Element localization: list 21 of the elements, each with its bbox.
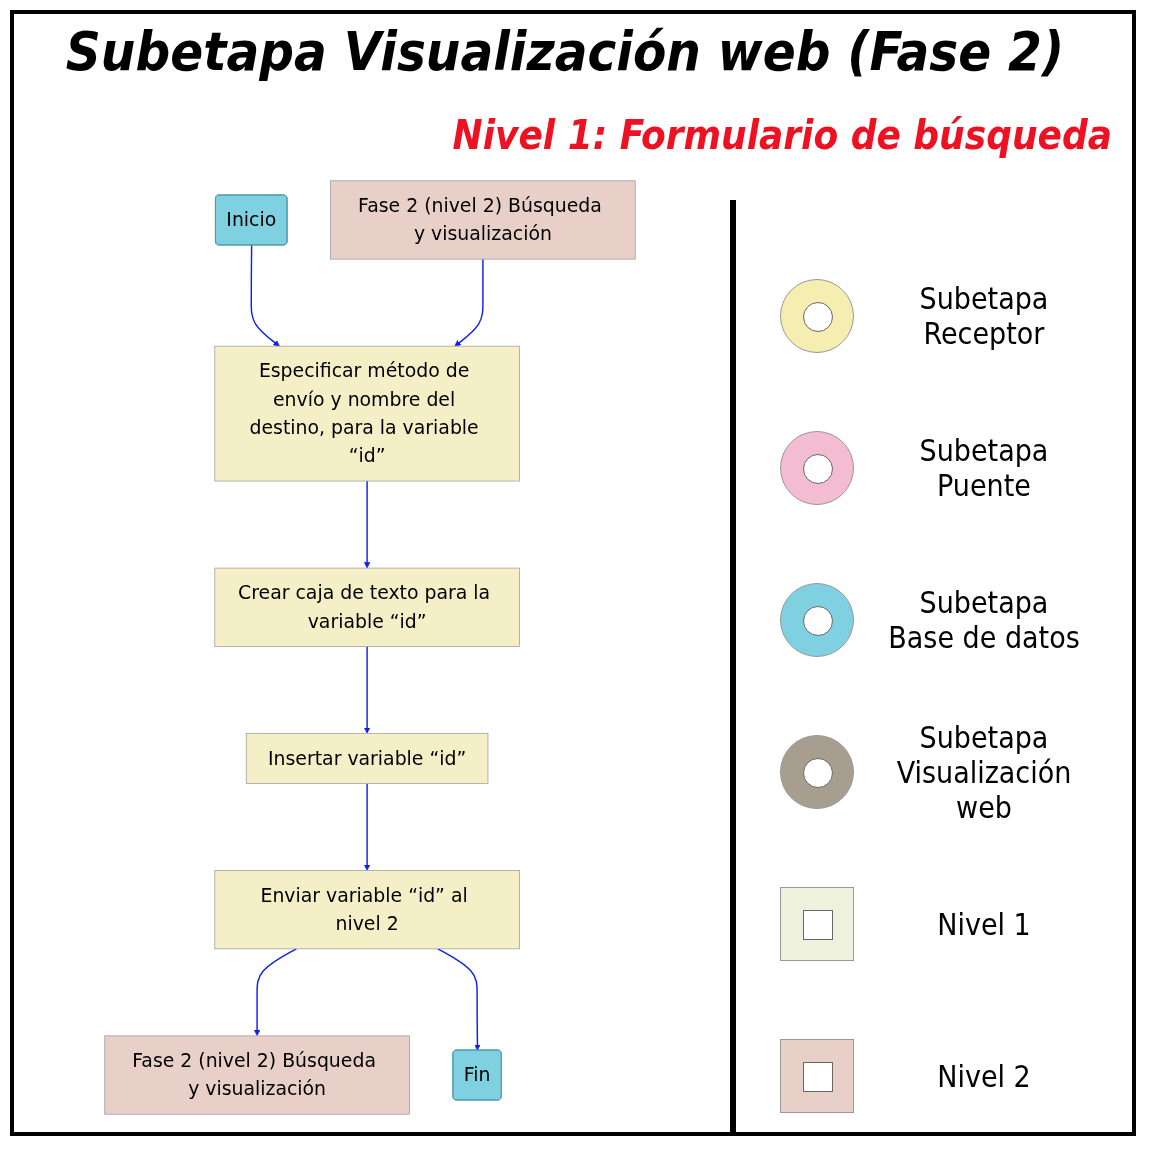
arrow — [363, 645, 371, 734]
node-box: Fase 2 (nivel 2) Búsqueda y visualización — [330, 180, 636, 260]
node-box: Crear caja de texto para la variable “id” — [214, 567, 520, 647]
arrow — [253, 948, 298, 1037]
node-box: Insertar variable “id” — [245, 733, 489, 784]
legend-text: Subetapa Base de datos — [887, 585, 1081, 655]
legend-text: Nivel 2 — [936, 1058, 1032, 1094]
node-box: Especificar método de envío y nombre del destino, para la variable “id” — [214, 345, 520, 482]
arrow — [437, 948, 481, 1051]
title: Subetapa Visualización web (Fase 2) — [64, 20, 1066, 83]
node-box: Enviar variable “id” al nivel 2 — [214, 870, 520, 950]
subtitle: Nivel 1: Formulario de búsqueda — [452, 112, 1112, 158]
arrow — [250, 244, 280, 347]
arrow — [363, 782, 371, 871]
arrow — [363, 480, 371, 569]
legend-text: Nivel 1 — [936, 906, 1032, 942]
arrow — [454, 258, 484, 347]
node-box: Fase 2 (nivel 2) Búsqueda y visualización — [104, 1035, 410, 1115]
legend-text: Subetapa Puente — [918, 433, 1050, 503]
legend-text: Subetapa Receptor — [918, 281, 1050, 351]
legend-text: Subetapa Visualización web — [895, 719, 1073, 825]
